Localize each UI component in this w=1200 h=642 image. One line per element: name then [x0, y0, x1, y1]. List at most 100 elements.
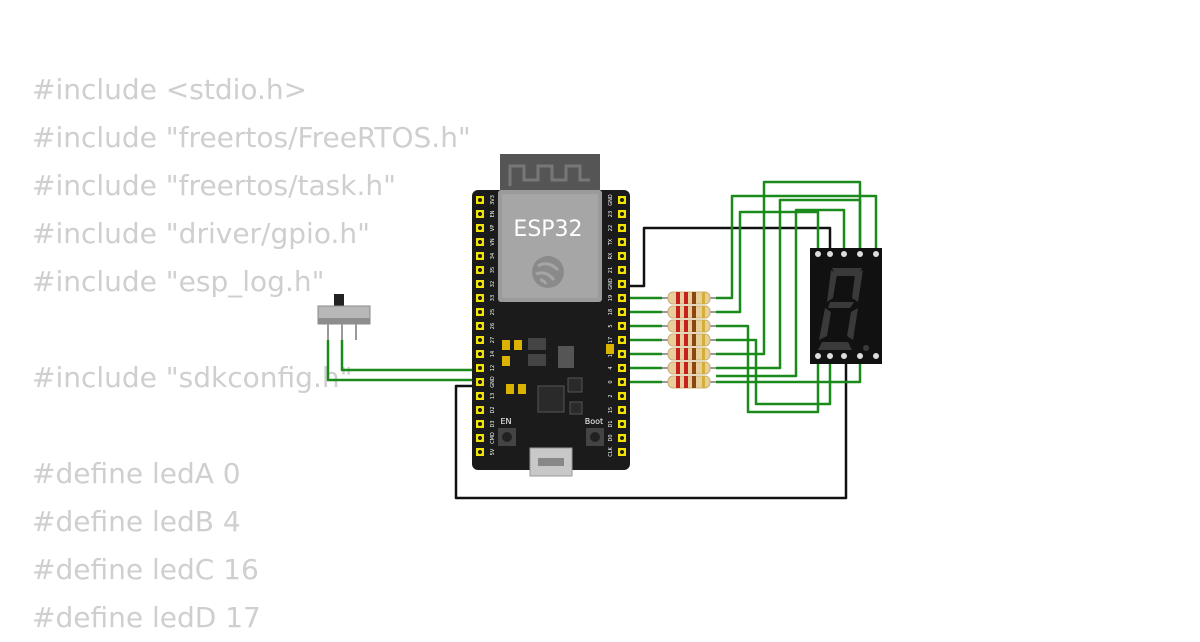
segments — [818, 268, 869, 351]
resistor — [662, 319, 716, 333]
slide-switch[interactable] — [317, 294, 371, 340]
left-pin-label: CMD — [490, 432, 496, 444]
switch-shade — [318, 318, 370, 324]
left-pin-hole — [478, 436, 482, 440]
code-line: #define ledA 0 — [32, 457, 241, 490]
resistor — [662, 361, 716, 375]
segment-a — [832, 268, 862, 276]
small-chip — [567, 377, 583, 393]
left-pin-hole — [478, 380, 482, 384]
antenna — [500, 154, 600, 194]
segment-g — [828, 302, 854, 308]
left-pin-hole — [478, 240, 482, 244]
right-pin-label: D1 — [608, 420, 614, 427]
display-pin — [873, 353, 879, 359]
right-pin-label: 22 — [608, 225, 614, 231]
right-pin-hole — [620, 268, 624, 272]
code-line: #include "driver/gpio.h" — [32, 217, 370, 250]
display-pin — [873, 251, 879, 257]
segment-c — [847, 308, 858, 340]
module-label: ESP32 — [513, 217, 582, 242]
left-pin-hole — [478, 268, 482, 272]
display-pin — [815, 251, 821, 257]
right-pin-hole — [620, 380, 624, 384]
right-pin-label: CLK — [608, 447, 614, 457]
right-pin-hole — [620, 450, 624, 454]
wire-seg-4 — [716, 338, 832, 406]
right-pin-label: TX — [608, 238, 614, 246]
right-pin-label: 17 — [608, 337, 614, 343]
segment-e — [819, 308, 831, 340]
right-pin-hole — [620, 394, 624, 398]
right-pin-label: 0 — [608, 380, 614, 383]
display-pin — [857, 251, 863, 257]
small-chip-2 — [569, 401, 583, 415]
wire-seg-7 — [716, 356, 862, 384]
right-pin-label: D0 — [608, 434, 614, 441]
segment-b — [852, 270, 863, 302]
wire-seg-8 — [716, 208, 846, 378]
boot-label: Boot — [585, 417, 603, 426]
display-pin — [841, 353, 847, 359]
left-pin-hole — [478, 324, 482, 328]
right-pin-hole — [620, 324, 624, 328]
left-pin-hole — [478, 366, 482, 370]
wire-switch-left — [326, 340, 480, 382]
left-pin-label: VP — [490, 225, 496, 231]
right-pin-label: 2 — [608, 394, 614, 397]
right-pin-hole — [620, 212, 624, 216]
code-line: #include <stdio.h> — [32, 73, 308, 106]
led-6 — [606, 344, 614, 354]
led-4 — [506, 384, 514, 394]
pins-left: 3V3ENVPVN343532332526271412GND13D2D3CMD5… — [476, 195, 496, 456]
display-pin — [827, 353, 833, 359]
left-pin-label: 14 — [490, 351, 496, 357]
right-pin-hole — [620, 408, 624, 412]
switch-handle — [334, 294, 344, 310]
right-pin-hole — [620, 240, 624, 244]
esp32-board[interactable]: ESP32 3V3ENVPVN343532332526271412GND13D2… — [472, 154, 630, 477]
led-5 — [518, 384, 526, 394]
left-pin-label: EN — [490, 210, 496, 217]
right-pin-label: 21 — [608, 267, 614, 273]
left-pin-hole — [478, 212, 482, 216]
right-pin-hole — [620, 296, 624, 300]
display-pin — [857, 353, 863, 359]
right-pin-hole — [620, 352, 624, 356]
wire-gnd-bottom — [454, 356, 848, 500]
left-pin-label: 5V — [490, 448, 496, 455]
left-pin-label: 34 — [490, 253, 496, 259]
code-line: #define ledB 4 — [32, 505, 241, 538]
left-pin-hole — [478, 296, 482, 300]
left-pin-hole — [478, 450, 482, 454]
regulator-chip-2 — [528, 354, 546, 366]
wire-seg-1 — [716, 194, 878, 300]
display-pin — [815, 353, 821, 359]
resistor — [662, 347, 716, 361]
right-pin-label: 5 — [608, 324, 614, 327]
right-pin-hole — [620, 226, 624, 230]
display-pins — [815, 251, 879, 359]
en-button-cap — [502, 432, 512, 442]
left-pin-label: 3V3 — [490, 195, 496, 205]
en-label: EN — [500, 417, 511, 426]
left-pin-hole — [478, 422, 482, 426]
code-line: #include "esp_log.h" — [32, 265, 325, 298]
left-pin-hole — [478, 310, 482, 314]
left-pin-hole — [478, 408, 482, 412]
right-pin-hole — [620, 254, 624, 258]
left-pin-label: 33 — [490, 295, 496, 301]
resistor — [662, 333, 716, 347]
right-pin-hole — [620, 198, 624, 202]
resistor — [662, 305, 716, 319]
pins-right: GND2322TXRX21GND19185171640215D1D0CLK — [608, 194, 626, 457]
code-line: #include "freertos/task.h" — [32, 169, 396, 202]
code-line: #define ledC 16 — [32, 553, 259, 586]
right-pin-label: RX — [608, 252, 614, 259]
wire-gnd-top — [622, 226, 832, 288]
code-listing: #include <stdio.h>#include "freertos/Fre… — [32, 66, 471, 642]
right-pin-hole — [620, 282, 624, 286]
antenna-trace — [508, 164, 590, 186]
right-pin-hole — [620, 366, 624, 370]
